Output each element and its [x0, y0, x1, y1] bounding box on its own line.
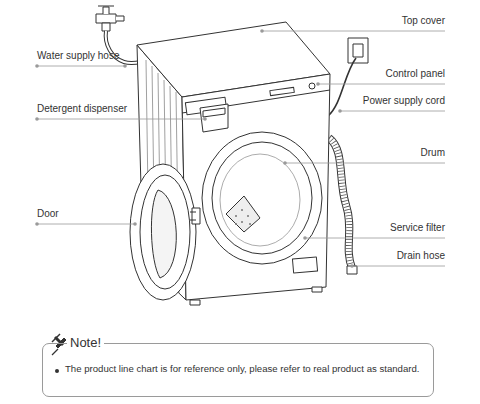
leader-lines	[37, 31, 445, 266]
note-heading: Note!	[67, 335, 104, 350]
hinge-arms	[190, 212, 196, 220]
drain-hose-inner	[329, 138, 352, 268]
bullet	[55, 369, 59, 373]
control-knob	[309, 83, 315, 89]
drain-hose-ribs	[329, 138, 352, 268]
faucet-handle	[103, 7, 109, 14]
leader-line	[318, 84, 445, 85]
leader-dot	[303, 236, 307, 240]
part-label: Drain hose	[397, 250, 445, 262]
dispenser-compartment	[203, 108, 225, 117]
leader-line	[285, 163, 445, 164]
socket-plate	[353, 44, 363, 57]
leader-dots	[35, 29, 354, 268]
faucet-pipe	[116, 16, 124, 21]
note-text: The product line chart is for reference …	[65, 362, 427, 375]
drum-inner	[220, 154, 300, 246]
leader-line	[37, 66, 125, 67]
drum-holes	[235, 209, 251, 225]
service-filter	[292, 257, 317, 273]
faucet-body	[96, 14, 116, 23]
leader-dot	[133, 222, 137, 226]
leader-line	[305, 238, 445, 239]
leader-dot	[260, 29, 264, 33]
drum-opening	[212, 142, 312, 254]
leader-line	[262, 31, 445, 32]
leader-dot	[203, 117, 207, 121]
part-label: Top cover	[402, 15, 445, 27]
leader-line	[37, 119, 205, 120]
part-label: Door	[37, 208, 59, 220]
leader-line	[352, 266, 445, 267]
leader-line	[340, 111, 445, 112]
leader-line	[37, 224, 135, 225]
leader-dot	[350, 264, 354, 268]
part-label: Drum	[421, 147, 445, 159]
part-label: Power supply cord	[363, 95, 445, 107]
faucet-handle-bar	[98, 6, 114, 7]
detergent-dispenser	[200, 104, 228, 132]
door-glass	[151, 190, 176, 278]
hose-coupling	[102, 23, 110, 31]
leader-dot	[316, 82, 320, 86]
machine-foot	[312, 287, 322, 292]
leader-dot	[338, 109, 342, 113]
drum-lifter	[226, 196, 260, 232]
front-panel	[182, 74, 330, 300]
part-label: Water supply hose	[37, 50, 119, 62]
door-ring	[202, 132, 322, 264]
machine-foot	[190, 300, 200, 305]
leader-dot	[35, 222, 39, 226]
part-label: Detergent dispenser	[37, 103, 127, 115]
control-display	[270, 87, 294, 95]
drain-hose	[329, 138, 352, 268]
leader-dot	[283, 161, 287, 165]
pushpin-icon	[52, 334, 66, 355]
door	[130, 164, 196, 300]
wall-socket	[348, 38, 368, 63]
leader-dot	[35, 64, 39, 68]
leader-dot	[123, 64, 127, 68]
note-box: Note!The product line chart is for refer…	[42, 343, 434, 397]
power-supply-cord	[328, 58, 356, 116]
door-hinge	[192, 208, 200, 224]
part-label: Control panel	[386, 68, 445, 80]
part-label: Service filter	[390, 222, 445, 234]
leader-dot	[35, 117, 39, 121]
door-glass-ring	[140, 175, 190, 289]
